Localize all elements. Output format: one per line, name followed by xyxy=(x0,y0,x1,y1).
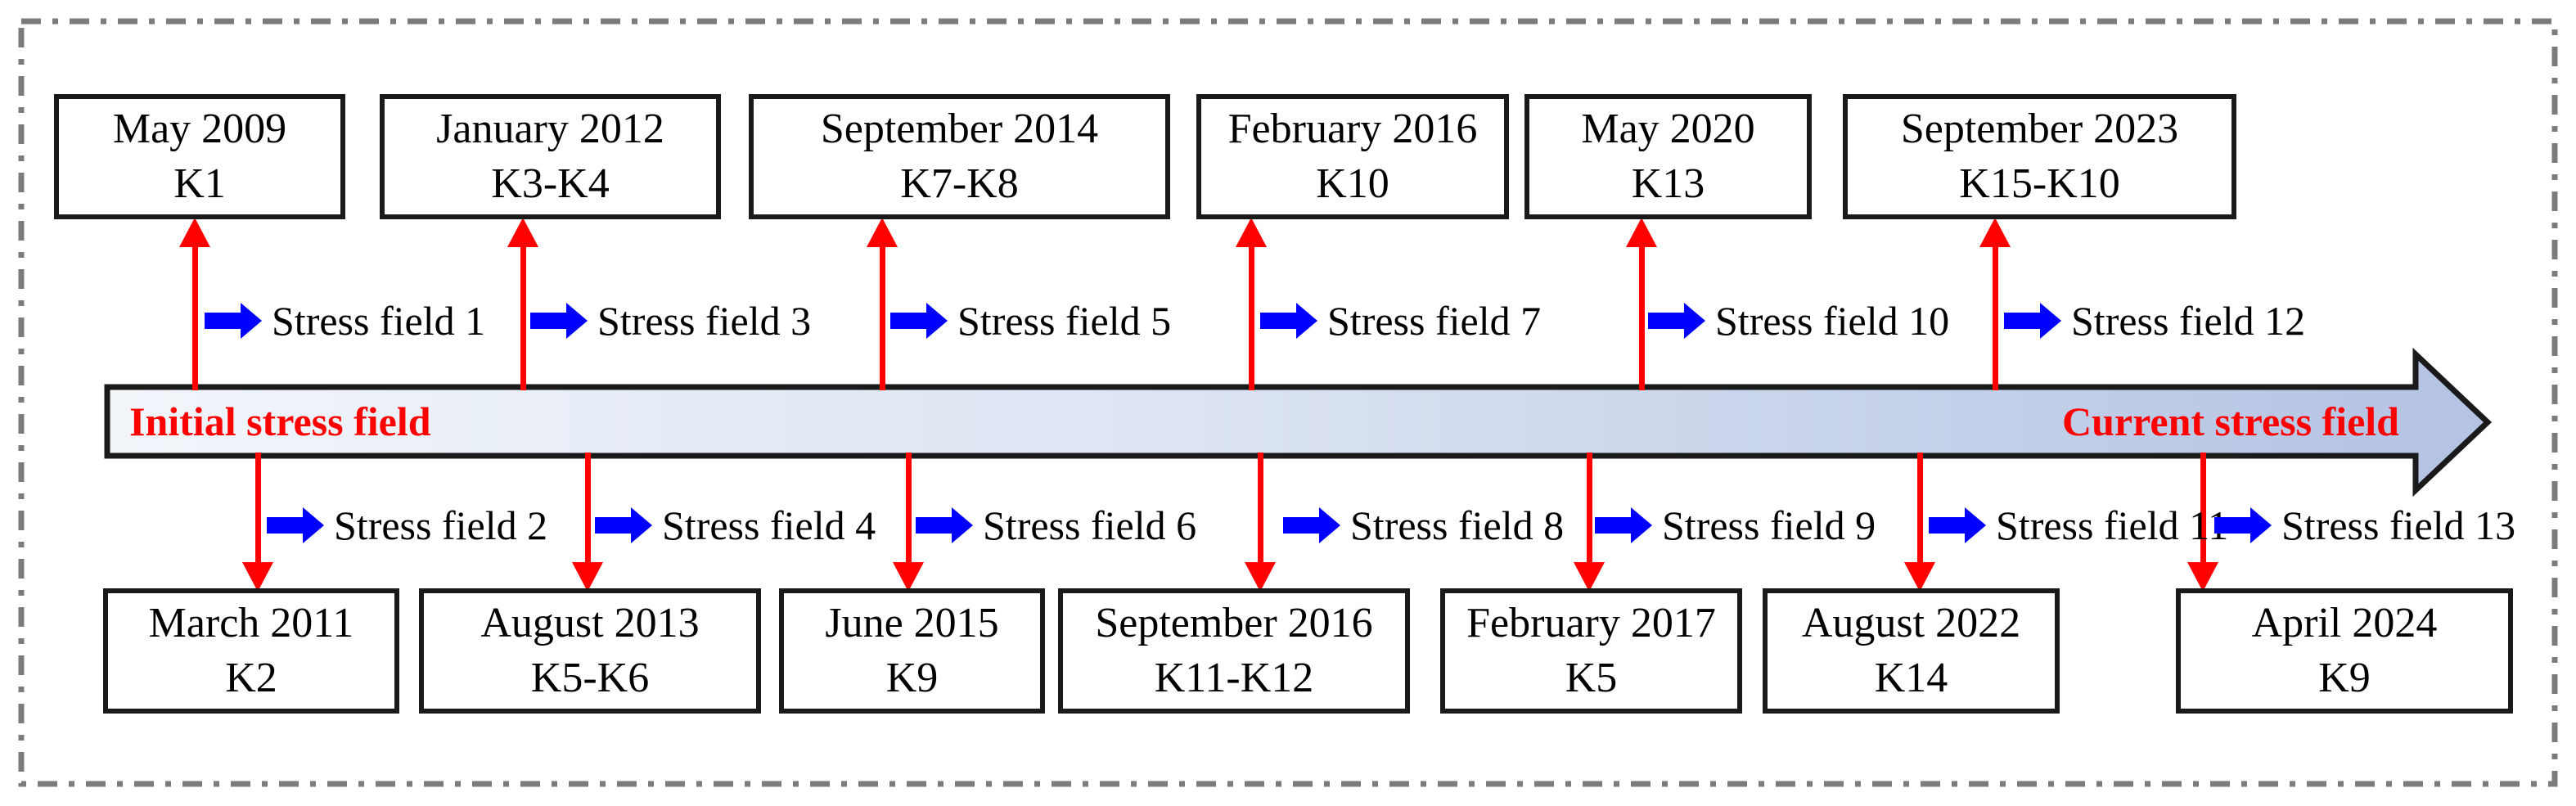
stress-field-group: Stress field 8 xyxy=(1283,502,1564,548)
stress-field-group: Stress field 2 xyxy=(267,502,547,548)
red-arrow-up xyxy=(179,218,210,390)
milestone-date: May 2020 xyxy=(1581,105,1755,152)
stress-field-group: Stress field 4 xyxy=(595,502,876,548)
stress-field-label: Stress field 2 xyxy=(334,502,548,548)
milestone-date: February 2017 xyxy=(1466,599,1716,646)
stress-field-label: Stress field 5 xyxy=(957,298,1172,344)
milestone-code: K9 xyxy=(885,654,939,701)
stress-field-label: Stress field 11 xyxy=(1996,502,2229,548)
stress-field-label: Stress field 6 xyxy=(983,502,1197,548)
milestone-code: K9 xyxy=(2318,654,2371,701)
dash-dot-border xyxy=(18,18,2558,787)
stress-field-group: Stress field 1 xyxy=(205,298,485,344)
blue-arrow-icon xyxy=(530,303,588,339)
stress-field-label: Stress field 8 xyxy=(1350,502,1565,548)
stress-field-label: Stress field 1 xyxy=(272,298,486,344)
stress-field-group: Stress field 6 xyxy=(916,502,1196,548)
current-stress-field-label: Current stress field xyxy=(2062,398,2399,444)
blue-arrow-icon xyxy=(205,303,262,339)
milestone-date: August 2013 xyxy=(480,599,700,646)
red-arrow-down xyxy=(572,453,603,592)
milestone-date: March 2011 xyxy=(148,599,354,646)
initial-stress-field-label: Initial stress field xyxy=(129,398,431,444)
red-arrow-down xyxy=(893,453,924,592)
milestone-code: K1 xyxy=(173,160,226,207)
stress-field-group: Stress field 3 xyxy=(530,298,811,344)
milestone-code: K5 xyxy=(1565,654,1618,701)
milestone-date: September 2016 xyxy=(1095,599,1373,646)
milestone-date: April 2024 xyxy=(2251,599,2438,646)
milestone-code: K15-K10 xyxy=(1959,160,2120,207)
blue-arrow-icon xyxy=(267,507,324,543)
milestone-code: K14 xyxy=(1874,654,1948,701)
stress-field-group: Stress field 9 xyxy=(1595,502,1876,548)
timeline-arrow xyxy=(104,347,2493,498)
stress-field-group: Stress field 10 xyxy=(1648,298,1949,344)
milestone-date: May 2009 xyxy=(112,105,287,152)
milestone-code: K5-K6 xyxy=(530,654,650,701)
milestone-code: K11-K12 xyxy=(1154,654,1314,701)
milestone-date: August 2022 xyxy=(1801,599,2021,646)
blue-arrow-icon xyxy=(1283,507,1340,543)
stress-field-label: Stress field 7 xyxy=(1327,298,1542,344)
milestone-date: September 2014 xyxy=(820,105,1099,152)
milestone-date: February 2016 xyxy=(1227,105,1478,152)
blue-arrow-icon xyxy=(1595,507,1652,543)
stress-field-group: Stress field 7 xyxy=(1260,298,1541,344)
blue-arrow-icon xyxy=(2004,303,2061,339)
red-arrow-up xyxy=(1626,218,1657,390)
stress-field-group: Stress field 5 xyxy=(890,298,1171,344)
stress-field-label: Stress field 13 xyxy=(2281,502,2516,548)
red-arrow-up xyxy=(1979,218,2011,390)
stress-field-label: Stress field 9 xyxy=(1662,502,1876,548)
stress-field-label: Stress field 3 xyxy=(597,298,812,344)
red-arrow-up xyxy=(867,218,898,390)
stress-field-group: Stress field 11 xyxy=(1929,502,2228,548)
milestone-date: June 2015 xyxy=(825,599,999,646)
milestone-code: K10 xyxy=(1316,160,1389,207)
blue-arrow-icon xyxy=(916,507,973,543)
milestone-code: K3-K4 xyxy=(491,160,610,207)
milestone-code: K13 xyxy=(1631,160,1705,207)
blue-arrow-icon xyxy=(1648,303,1705,339)
stress-field-group: Stress field 12 xyxy=(2004,298,2305,344)
milestone-date: January 2012 xyxy=(436,105,664,152)
red-arrow-down xyxy=(2187,453,2218,592)
milestone-code: K7-K8 xyxy=(900,160,1019,207)
red-arrow-down xyxy=(242,453,273,592)
milestone-date: September 2023 xyxy=(1900,105,2179,152)
stress-field-label: Stress field 12 xyxy=(2071,298,2306,344)
blue-arrow-icon xyxy=(1260,303,1317,339)
blue-arrow-icon xyxy=(595,507,652,543)
stress-field-label: Stress field 4 xyxy=(662,502,876,548)
milestone-code: K2 xyxy=(225,654,277,701)
blue-arrow-icon xyxy=(890,303,948,339)
stress-field-label: Stress field 10 xyxy=(1715,298,1950,344)
red-arrow-up xyxy=(1236,218,1267,390)
blue-arrow-icon xyxy=(2214,507,2272,543)
red-arrow-down xyxy=(1904,453,1935,592)
red-arrow-down xyxy=(1574,453,1605,592)
red-arrow-down xyxy=(1245,453,1276,592)
stress-field-group: Stress field 13 xyxy=(2214,502,2515,548)
red-arrow-up xyxy=(507,218,538,390)
blue-arrow-icon xyxy=(1929,507,1986,543)
